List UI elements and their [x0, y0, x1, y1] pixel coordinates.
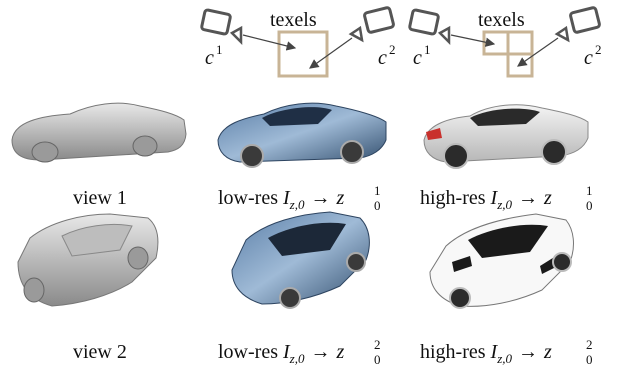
ray-arrow	[242, 34, 297, 51]
camera-1-label: c	[205, 47, 214, 69]
latent-symbol: z	[335, 341, 344, 363]
camera-2-label: c	[378, 47, 387, 69]
camera-diagram-left: texels c 1 c 2	[200, 6, 396, 78]
row-1-highres-label: high-res Iz,0 →z 1 0	[420, 183, 593, 213]
car-render-lowres-view-1	[217, 102, 387, 168]
latent-symbol: z	[543, 341, 552, 363]
texels-label: texels	[478, 9, 525, 31]
camera-2-superscript: 2	[389, 42, 396, 57]
row-2-geometry-label: view 2	[73, 341, 127, 363]
image-symbol: I	[282, 341, 291, 363]
ray-arrow	[450, 34, 496, 47]
latent-superscript: 1	[586, 183, 593, 198]
texels-label: texels	[270, 9, 317, 31]
latent-subscript: 0	[586, 352, 593, 367]
latent-subscript: 0	[374, 352, 381, 367]
svg-text:high-res Iz,0→z: high-res Iz,0 →z	[420, 187, 552, 212]
image-subscript: z,0	[289, 351, 305, 366]
camera-icon	[348, 6, 395, 43]
svg-text:high-res Iz,0→z: high-res Iz,0 →z	[420, 341, 552, 366]
camera-icon	[200, 8, 243, 46]
mapping-arrow: →	[310, 187, 330, 209]
car-render-geometry-view-1	[11, 102, 187, 163]
svg-text:low-res Iz,0→z: low-res Iz,0 →z	[218, 187, 344, 212]
row-2-highres-label: high-res Iz,0 →z 2 0	[420, 337, 593, 367]
image-subscript: z,0	[496, 197, 512, 212]
texel-box	[277, 30, 329, 78]
image-symbol: I	[282, 187, 291, 209]
camera-1-label: c	[413, 47, 422, 69]
camera-1-superscript: 1	[216, 42, 223, 57]
latent-subscript: 0	[374, 198, 381, 213]
label-prefix: low-res	[218, 341, 283, 363]
car-render-lowres-view-2	[231, 211, 370, 309]
latent-subscript: 0	[586, 198, 593, 213]
car-render-highres-view-1	[423, 104, 589, 169]
texel-box	[506, 30, 534, 56]
label-prefix: low-res	[218, 187, 283, 209]
latent-superscript: 1	[374, 183, 381, 198]
label-prefix: high-res	[420, 341, 491, 363]
camera-1-superscript: 1	[424, 42, 431, 57]
image-symbol: I	[490, 341, 499, 363]
camera-2-superscript: 2	[595, 42, 602, 57]
row-2-lowres-label: low-res Iz,0 →z 2 0	[218, 337, 381, 367]
camera-diagram-right: texels c 1 c 2	[408, 6, 602, 78]
mapping-arrow: →	[518, 341, 538, 363]
row-1-geometry-label: view 1	[73, 187, 127, 209]
ray-arrow	[309, 37, 353, 69]
latent-superscript: 2	[374, 337, 381, 352]
car-render-geometry-view-2	[17, 213, 159, 307]
svg-text:low-res Iz,0→z: low-res Iz,0 →z	[218, 341, 344, 366]
car-render-highres-view-2	[429, 213, 574, 309]
mapping-arrow: →	[310, 341, 330, 363]
image-symbol: I	[490, 187, 499, 209]
label-prefix: high-res	[420, 187, 491, 209]
camera-2-label: c	[584, 47, 593, 69]
latent-superscript: 2	[586, 337, 593, 352]
texel-box	[506, 52, 534, 78]
camera-icon	[408, 8, 451, 46]
latent-symbol: z	[543, 187, 552, 209]
ray-arrow	[517, 37, 559, 67]
latent-symbol: z	[335, 187, 344, 209]
image-subscript: z,0	[289, 197, 305, 212]
image-subscript: z,0	[496, 351, 512, 366]
mapping-arrow: →	[518, 187, 538, 209]
row-1-lowres-label: low-res Iz,0 →z 1 0	[218, 183, 381, 213]
camera-icon	[554, 6, 601, 43]
